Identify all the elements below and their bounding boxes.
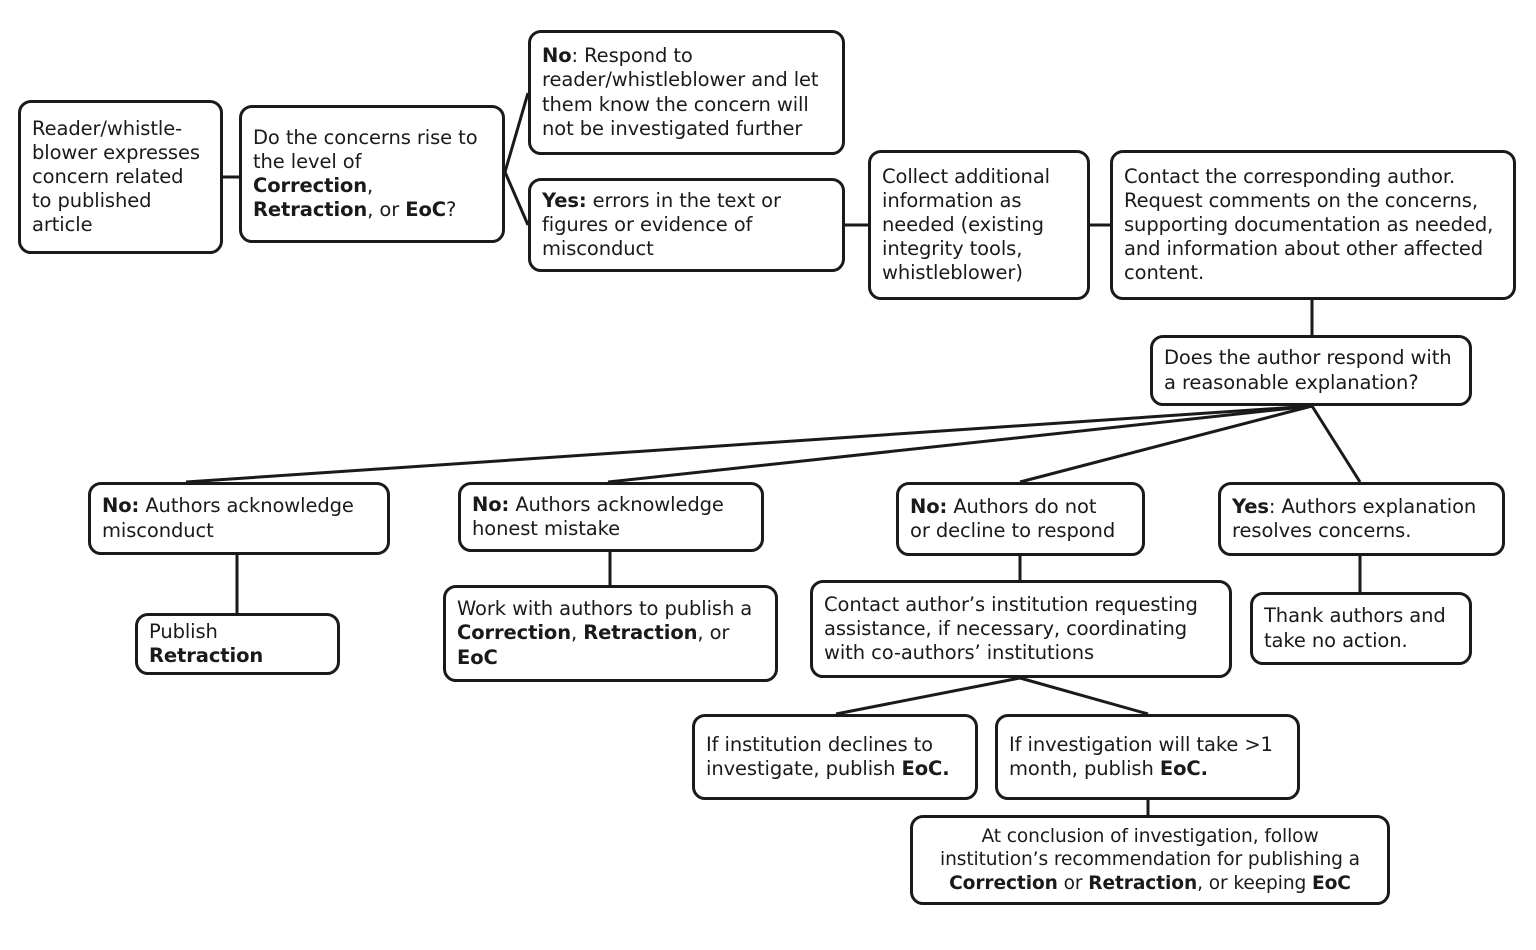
edge-institution-to-investigation-long xyxy=(1019,676,1149,716)
node-contact-corresponding-author[interactable]: Contact the corresponding author.Request… xyxy=(1110,150,1516,300)
edge-decision1-to-yes xyxy=(503,171,530,226)
edge-decision2-to-misconduct xyxy=(185,404,1313,484)
edge-decision1-to-no xyxy=(503,92,530,173)
edge-decision2-to-resolved xyxy=(1310,405,1362,483)
edge-institution-to-declines xyxy=(835,676,1021,716)
edge-decision2-to-honest-mistake xyxy=(607,404,1313,484)
edge-decision2-to-no-response xyxy=(1019,404,1313,484)
node-contact-corresponding-author-text: Contact the corresponding author.Request… xyxy=(1124,164,1494,285)
